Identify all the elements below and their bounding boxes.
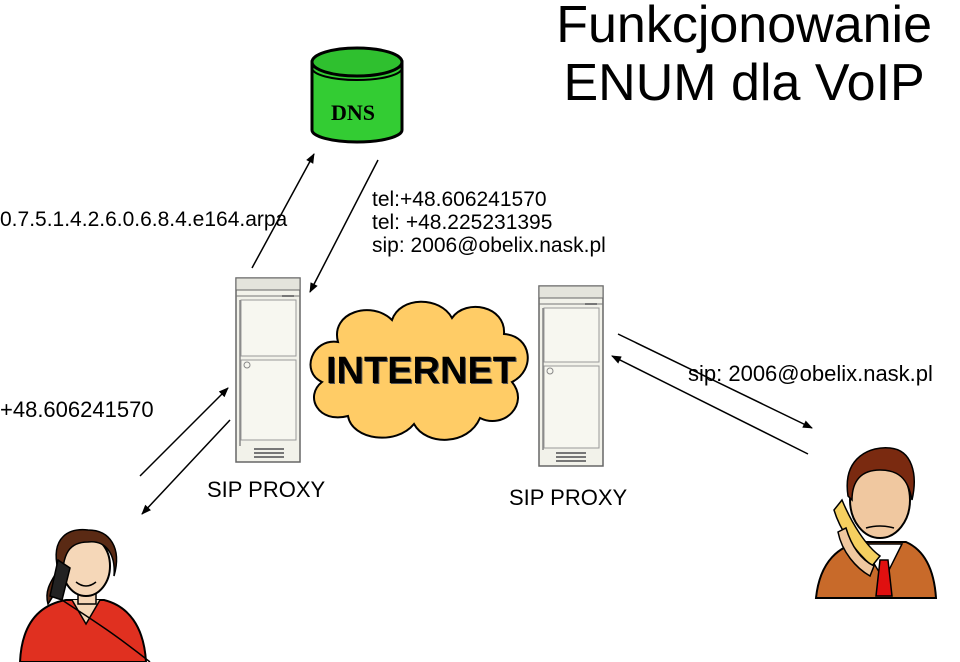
arrow-icon	[611, 355, 809, 455]
sip-proxy-left-label: SIP PROXY	[207, 477, 326, 502]
server-icon	[538, 285, 604, 467]
caller-number-label: +48.606241570	[0, 397, 154, 422]
arrow-icon	[139, 387, 229, 477]
callee-uri-label: sip: 2006@obelix.nask.pl	[688, 362, 933, 386]
dns-database-icon	[310, 46, 404, 144]
arrow-icon	[141, 419, 231, 515]
dns-label: DNS	[331, 100, 376, 125]
internet-label: INTERNET	[326, 350, 516, 392]
arrow-icon	[251, 153, 315, 269]
title-line-1: Funkcjonowanie	[556, 0, 932, 54]
naptr-records: tel:+48.606241570 tel: +48.225231395 sip…	[372, 188, 606, 257]
cloud-icon	[309, 300, 529, 441]
callee-man-icon	[814, 447, 938, 599]
title-line-2: ENUM dla VoIP	[563, 54, 925, 112]
naptr-record: sip: 2006@obelix.nask.pl	[372, 234, 606, 257]
page-title: Funkcjonowanie ENUM dla VoIP	[556, 0, 932, 112]
arrow-icon	[617, 333, 813, 429]
sip-proxy-right-label: SIP PROXY	[509, 485, 628, 510]
enum-domain-label: 0.7.5.1.4.2.6.0.6.8.4.e164.arpa	[0, 208, 288, 231]
caller-woman-icon	[18, 528, 151, 662]
naptr-record: tel: +48.225231395	[372, 211, 553, 234]
server-icon	[235, 277, 301, 463]
arrow-icon	[309, 159, 379, 293]
naptr-record: tel:+48.606241570	[372, 188, 547, 211]
